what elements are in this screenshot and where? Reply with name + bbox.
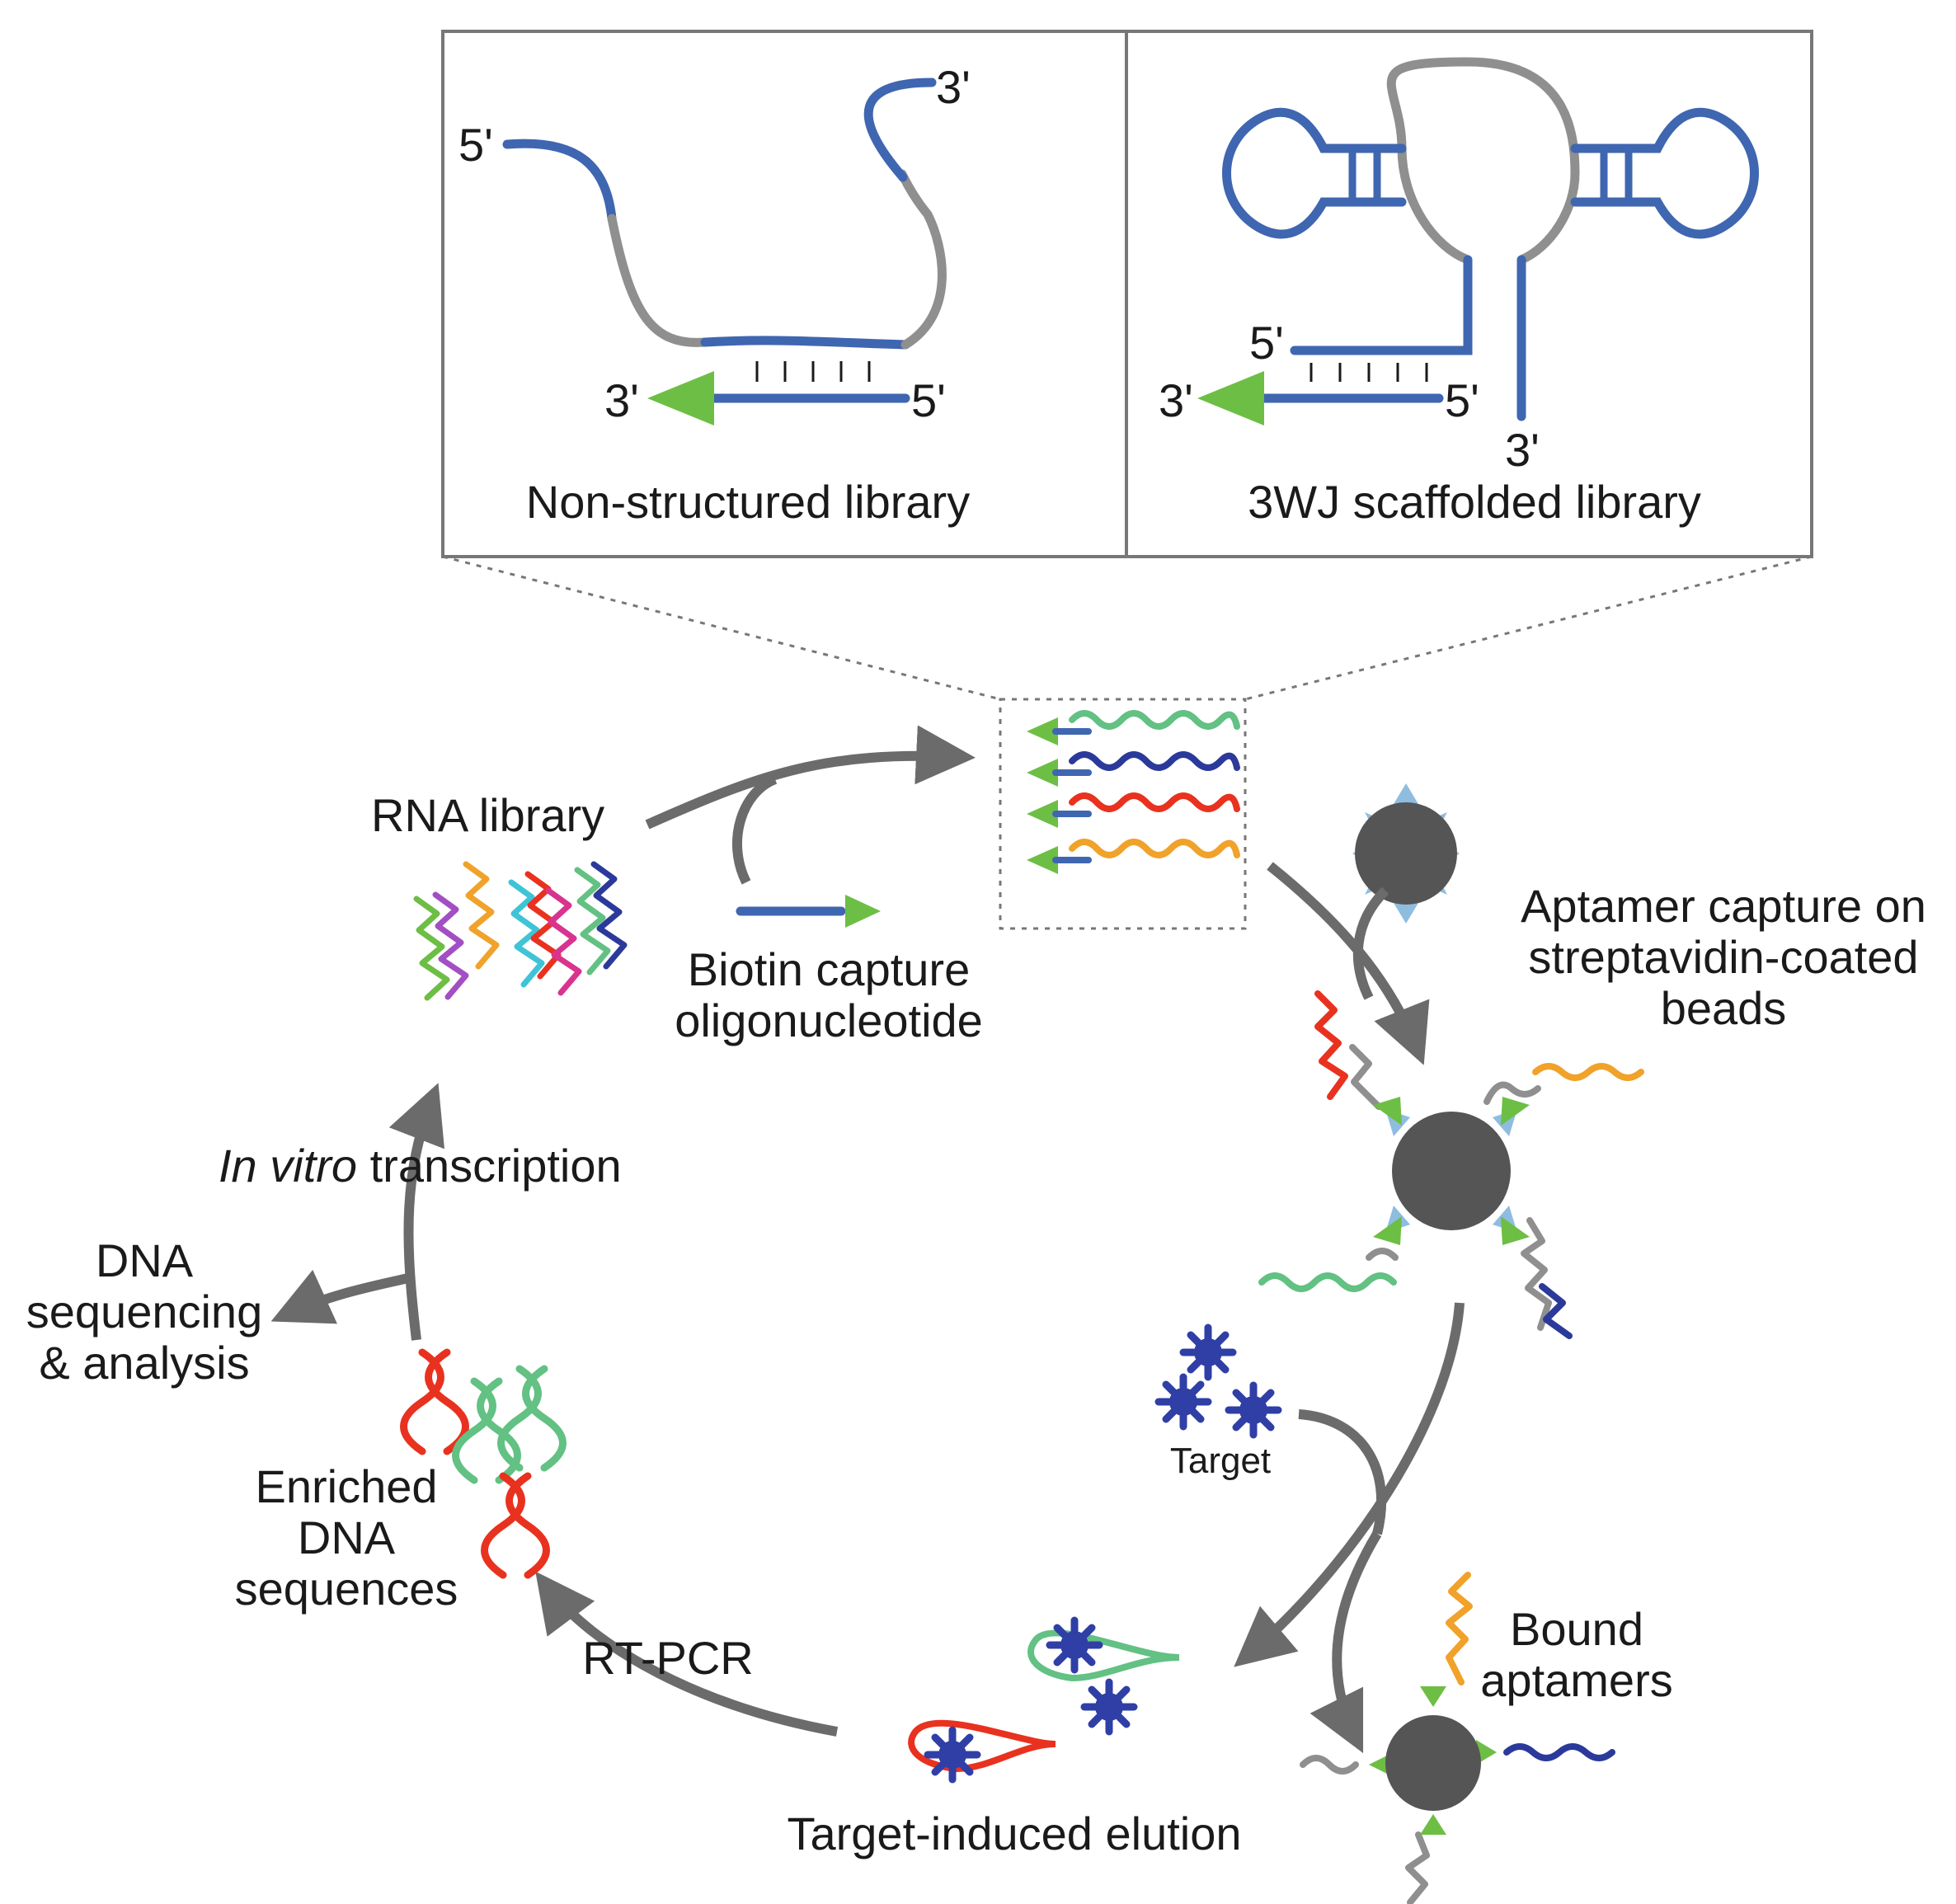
right-hairpin-pairs	[1600, 148, 1633, 202]
ivt-label-italic: In vitro	[219, 1140, 357, 1192]
target-label: Target	[1170, 1441, 1271, 1481]
capture-label-line3: beads	[1661, 982, 1787, 1034]
eluted-aptamers	[908, 1620, 1180, 1779]
rna-random-region-left	[607, 214, 710, 347]
arrow-oligo-merge	[731, 774, 778, 885]
arrow-to-bound-aptamers	[1309, 1530, 1382, 1754]
hybrid-green	[1027, 710, 1240, 745]
rna-library-label: RNA library	[371, 789, 604, 841]
3wj-scaffolded-library-panel: 5' 3' 5' 3' 3WJ scaffolded library	[1159, 57, 1759, 528]
streptavidin-bead-small	[1352, 783, 1460, 924]
dna-sequencing-line1: DNA	[96, 1234, 194, 1286]
target-molecule-2	[1159, 1377, 1208, 1427]
zoom-connector	[442, 555, 1813, 930]
rtpcr-label: RT-PCR	[582, 1632, 753, 1684]
arrow-to-sequencing	[270, 1269, 410, 1324]
right-hairpin	[1570, 107, 1759, 239]
ivt-label-rest: transcription	[357, 1140, 622, 1192]
rna-3prime-segment	[863, 78, 937, 182]
rna-library-strands	[413, 861, 628, 1001]
non-structured-library-panel: 5' 3' 3' 5' Non-structured library	[458, 61, 971, 528]
library-inset: 5' 3' 3' 5' Non-structured library	[441, 30, 1813, 558]
target-molecule-3	[1229, 1385, 1278, 1435]
arrow-bead-to-elution	[1234, 1302, 1465, 1667]
central-loop-lower-right	[1519, 172, 1580, 265]
ivt-label: In vitro transcription	[219, 1140, 622, 1192]
stem-5prime-strand	[1290, 255, 1473, 355]
non-structured-library-title: Non-structured library	[526, 476, 970, 528]
biotin-label-line2: oligonucleotide	[675, 994, 983, 1046]
biotin-arrow-icon-3wj	[1197, 371, 1264, 425]
hybridized-library	[1027, 710, 1240, 874]
dna-sequencing-line3: & analysis	[39, 1337, 249, 1389]
base-pair-ticks	[755, 361, 871, 382]
rna-5prime-segment	[502, 139, 617, 223]
arrow-rna-to-hybrid	[645, 725, 976, 830]
rna-binding-segment	[700, 336, 910, 350]
hybrid-red	[1027, 792, 1240, 828]
capture-label-line2: streptavidin-coated	[1528, 931, 1918, 983]
bead-with-bound-aptamers	[1300, 1572, 1615, 1904]
3wj-library-title: 3WJ scaffolded library	[1248, 476, 1701, 528]
hybrid-orange	[1027, 839, 1240, 874]
hybrid-navy	[1027, 751, 1240, 787]
biotin-label-line1: Biotin capture	[688, 943, 970, 995]
bead-with-aptamers	[1258, 990, 1644, 1339]
label-3prime-stem: 3'	[1505, 424, 1540, 476]
left-hairpin-pairs	[1348, 148, 1381, 202]
biotin-arrow-icon	[647, 371, 714, 425]
arrow-bead-merge	[1352, 886, 1389, 1000]
central-loop	[1386, 57, 1580, 174]
zoom-box	[999, 698, 1247, 930]
enriched-label-line1: Enriched	[255, 1460, 437, 1512]
target-molecule-1	[1183, 1328, 1233, 1377]
enriched-dna-icon	[400, 1348, 567, 1579]
enriched-label-line3: sequences	[235, 1563, 458, 1615]
bound-aptamers-line2: aptamers	[1480, 1654, 1672, 1706]
capture-label-line1: Aptamer capture on	[1521, 880, 1926, 932]
left-hairpin	[1222, 107, 1407, 239]
biotin-oligo-icon	[736, 895, 881, 928]
central-loop-lower-left	[1397, 148, 1470, 265]
label-3prime-oligo: 3'	[604, 374, 639, 426]
arrow-to-bead	[1267, 862, 1430, 1065]
bound-aptamers-line1: Bound	[1510, 1603, 1643, 1655]
elution-label: Target-induced elution	[787, 1808, 1241, 1859]
base-pair-ticks-3wj	[1309, 363, 1428, 382]
arrow-rtpcr	[535, 1571, 839, 1737]
label-3prime-oligo-3wj: 3'	[1159, 374, 1193, 426]
dna-sequencing-line2: sequencing	[26, 1286, 262, 1338]
label-5prime-oligo: 5'	[911, 374, 946, 426]
arrow-ivt	[388, 1083, 444, 1341]
label-5prime-oligo-3wj: 5'	[1445, 374, 1479, 426]
enriched-label-line2: DNA	[298, 1511, 396, 1563]
label-3prime-top-right: 3'	[936, 61, 971, 113]
label-5prime-stem: 5'	[1249, 317, 1284, 369]
label-5prime-top-left: 5'	[458, 119, 493, 171]
